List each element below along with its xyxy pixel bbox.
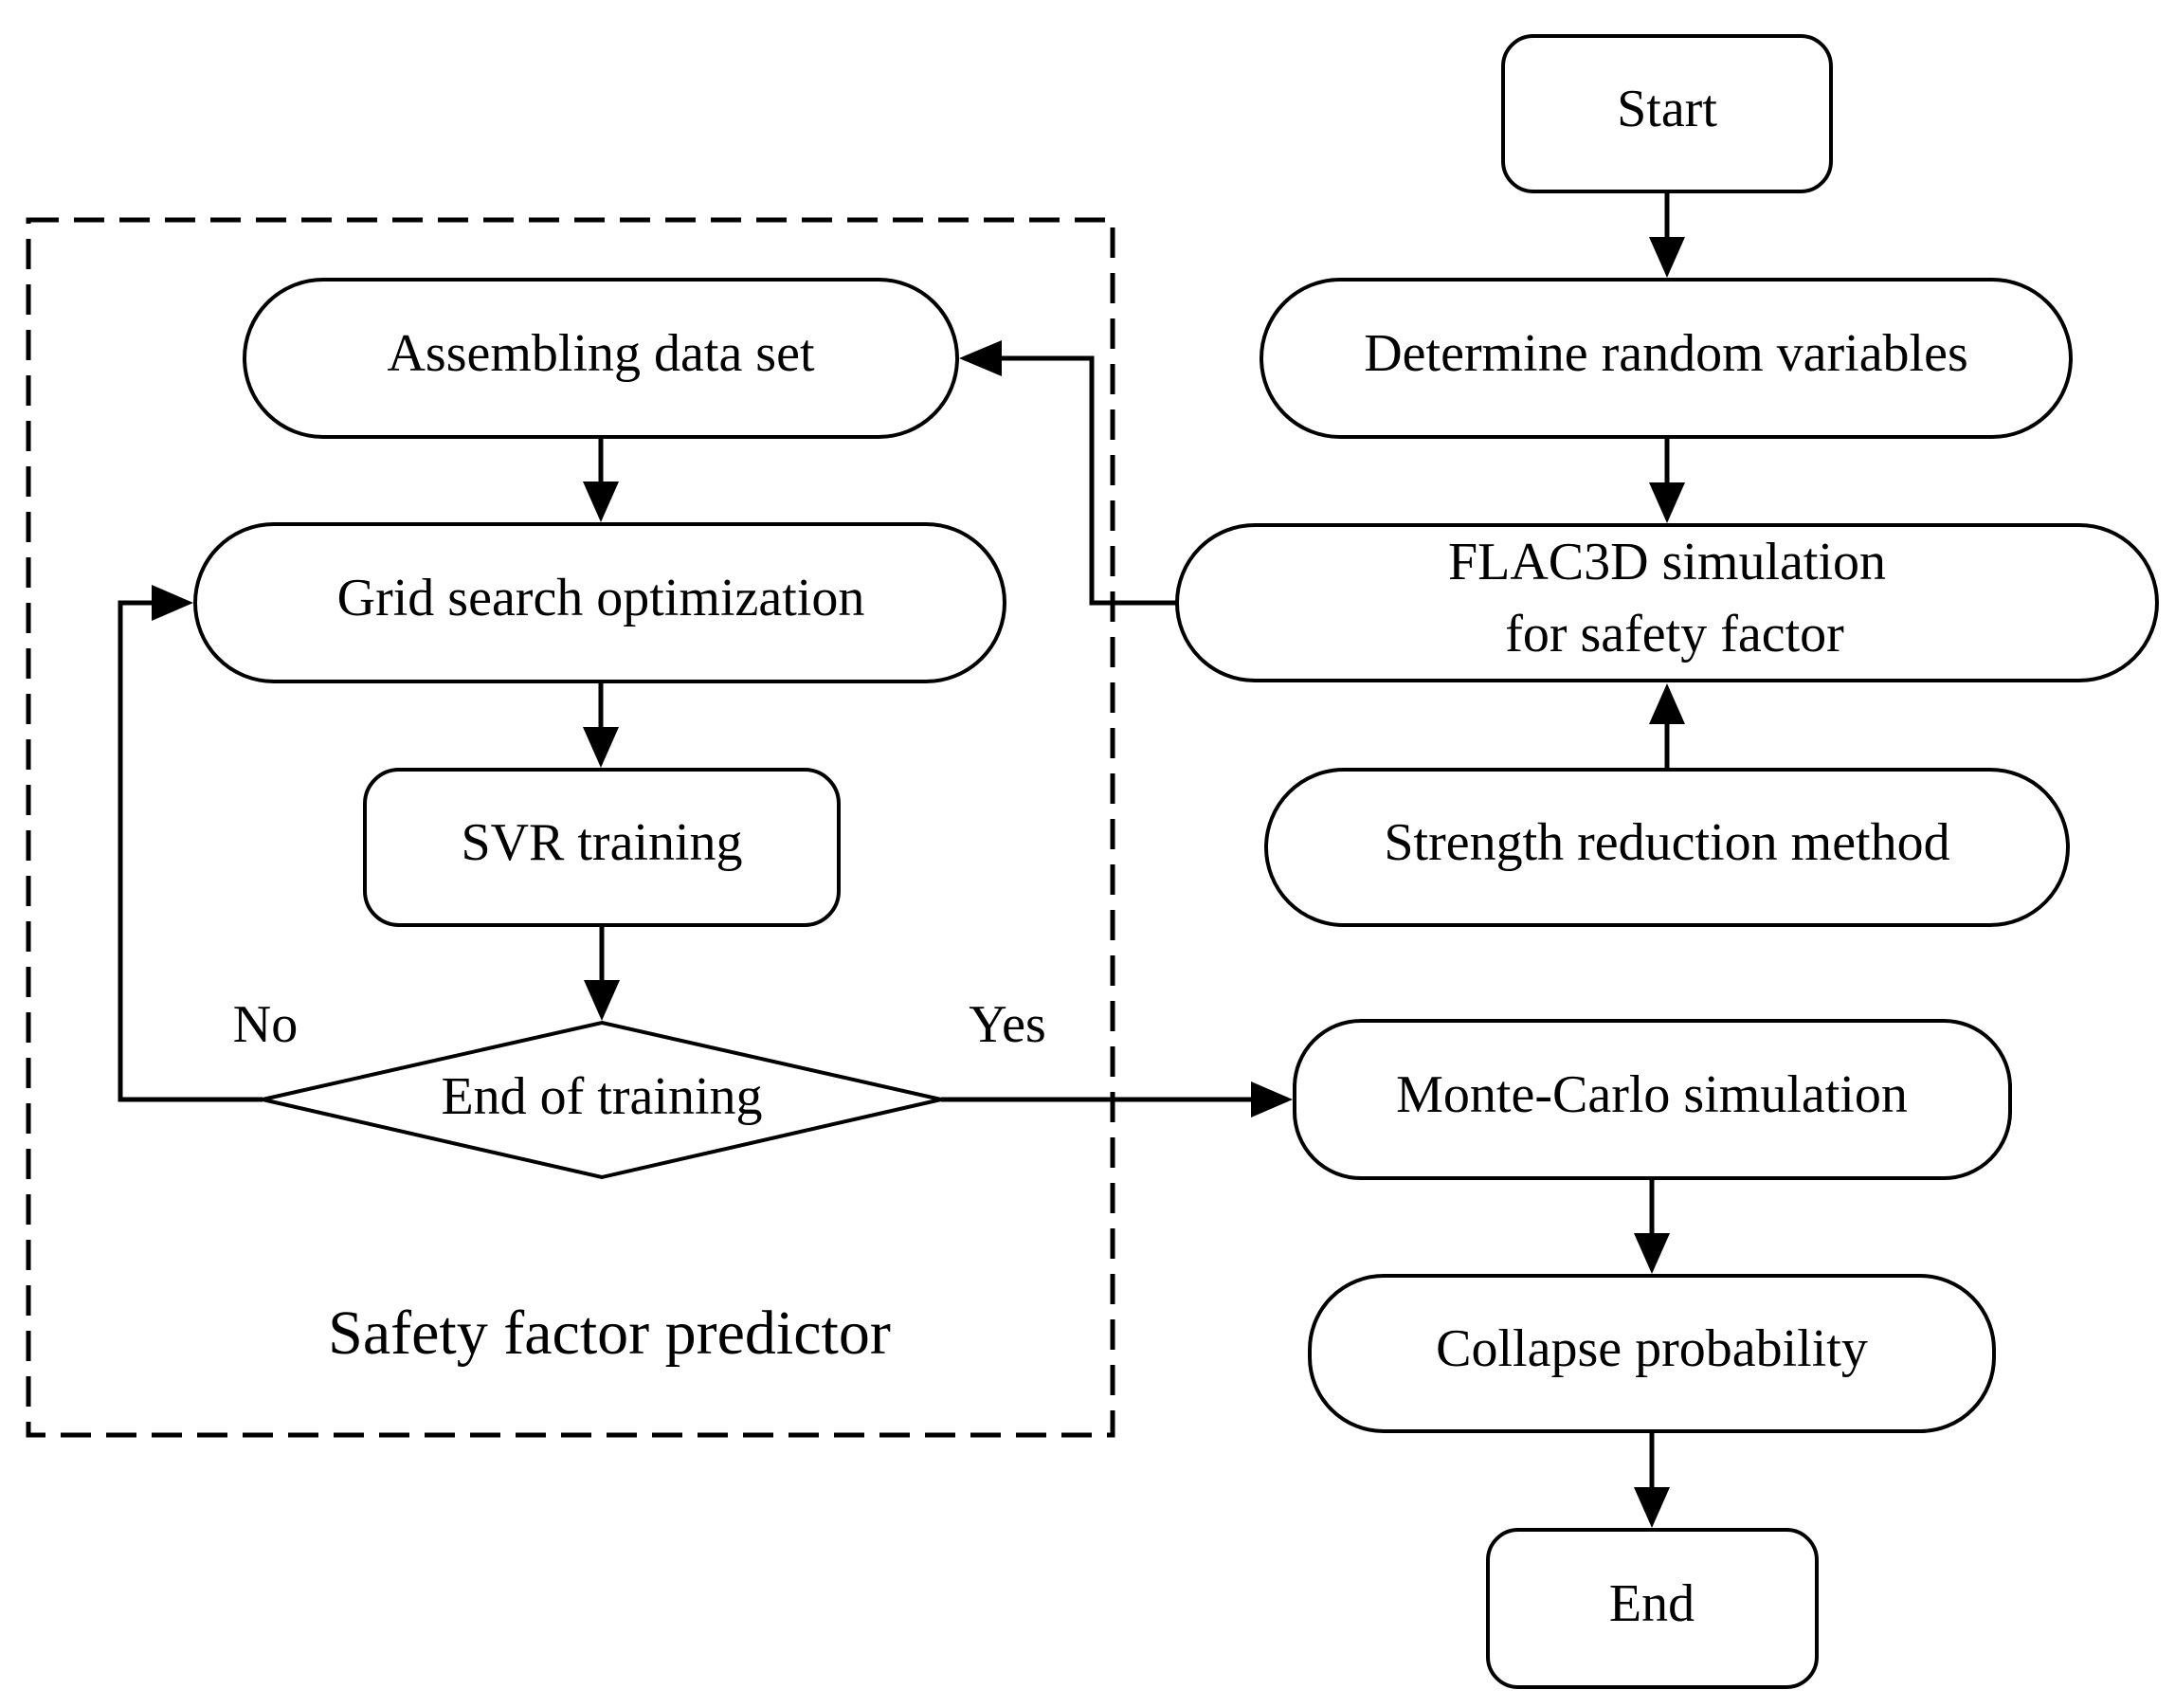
arrowhead — [1634, 1233, 1670, 1274]
arrowhead — [1649, 482, 1685, 523]
node-svr-label: SVR training — [461, 813, 742, 872]
group-title: Safety factor predictor — [328, 1299, 891, 1368]
safety-factor-predictor-group — [26, 217, 1115, 1438]
edge-flac3d-to-assembling — [1000, 355, 1177, 606]
node-strength-label: Strength reduction method — [1384, 813, 1949, 872]
arrowhead — [1649, 683, 1685, 724]
node-end-label: End — [1609, 1574, 1695, 1633]
decision-end-of-training-label: End of training — [441, 1067, 762, 1126]
edge-decision-no-loop — [118, 600, 263, 1102]
node-collapse-label: Collapse probability — [1436, 1319, 1868, 1378]
arrowhead — [584, 980, 620, 1021]
node-assembling-label: Assembling data set — [387, 324, 814, 383]
arrowhead — [1649, 237, 1685, 278]
node-monte-label: Monte-Carlo simulation — [1396, 1065, 1908, 1124]
arrowhead — [959, 340, 1002, 376]
node-flac3d-label-line2: for safety factor — [1505, 605, 1844, 663]
node-determine-label: Determine random variables — [1364, 324, 1968, 383]
node-grid-label: Grid search optimization — [337, 569, 865, 627]
branch-label-no: No — [233, 995, 298, 1054]
decision-end-of-training — [262, 1020, 942, 1180]
arrowhead — [1634, 1487, 1670, 1528]
arrowhead — [152, 585, 193, 621]
arrowhead — [583, 727, 619, 768]
node-start-label: Start — [1617, 80, 1717, 138]
branch-label-yes: Yes — [969, 995, 1045, 1054]
node-end — [1486, 1528, 1819, 1689]
arrowhead — [1251, 1081, 1293, 1117]
node-flac3d-label-line1: FLAC3D simulation — [1448, 533, 1886, 591]
arrowhead — [583, 482, 619, 522]
